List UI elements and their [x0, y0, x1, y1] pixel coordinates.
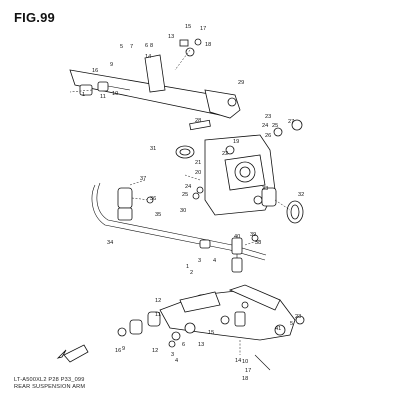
callout-label: 1 — [186, 264, 189, 270]
callout-label: 21 — [195, 160, 201, 166]
callout-label: 10 — [112, 91, 118, 97]
callout-label: 22 — [222, 151, 228, 157]
front-arrow-icon — [56, 344, 89, 363]
shock-link — [231, 234, 261, 273]
callout-label: 12 — [152, 348, 158, 354]
callout-label: 1 — [82, 92, 85, 98]
callout-label: 18 — [205, 42, 211, 48]
callout-label: 4 — [213, 258, 216, 264]
callout-label: 13 — [198, 342, 204, 348]
callout-label: 5 — [290, 321, 293, 327]
callout-label: 14 — [235, 358, 241, 364]
callout-label: 41 — [275, 326, 281, 332]
callout-label: 3 — [171, 352, 174, 358]
callout-label: 37 — [140, 176, 146, 182]
callout-label: 35 — [155, 212, 161, 218]
figure-code: LT-A500XL2 P28 P33_099 — [14, 377, 85, 383]
callout-label: 9 — [110, 62, 113, 68]
callout-label: 31 — [150, 146, 156, 152]
callout-label: 6 — [145, 43, 148, 49]
callout-label: 38 — [255, 240, 261, 246]
callout-label: 20 — [195, 170, 201, 176]
callout-label: 29 — [238, 80, 244, 86]
callout-label: 3 — [198, 258, 201, 264]
callout-label: 40 — [234, 234, 240, 240]
callout-label: 19 — [233, 139, 239, 145]
callout-label: 30 — [180, 208, 186, 214]
callout-label: 33 — [262, 186, 268, 192]
callout-label: 36 — [150, 196, 156, 202]
callout-label: 34 — [107, 240, 113, 246]
callout-label: 27 — [288, 119, 294, 125]
callout-label: 15 — [208, 330, 214, 336]
callout-label: 16 — [115, 348, 121, 354]
callout-label: 11 — [100, 94, 106, 100]
callout-label: 25 — [272, 123, 278, 129]
callout-label: 11 — [155, 312, 161, 318]
callout-label: 24 — [262, 123, 268, 129]
callout-label: 12 — [155, 298, 161, 304]
callout-label: 26 — [265, 133, 271, 139]
stabilizer-bar — [91, 179, 267, 261]
callout-label: 14 — [145, 54, 151, 60]
figure-title: FIG.99 — [14, 10, 55, 25]
callout-label: 17 — [245, 368, 251, 374]
callout-label: 8 — [150, 43, 153, 49]
callout-label: 39 — [250, 232, 256, 238]
upper-bracket — [69, 38, 241, 119]
callout-label: 24 — [185, 184, 191, 190]
callout-label: 9 — [122, 346, 125, 352]
callout-label: 23 — [265, 114, 271, 120]
callout-label: 13 — [168, 34, 174, 40]
callout-label: 25 — [182, 192, 188, 198]
callout-label: 23 — [295, 314, 301, 320]
callout-label: 28 — [195, 118, 201, 124]
callout-label: 6 — [182, 342, 185, 348]
callout-label: 2 — [190, 270, 193, 276]
callout-label: 32 — [298, 192, 304, 198]
callout-label: 15 — [185, 24, 191, 30]
callout-label: 18 — [242, 376, 248, 382]
callout-label: 7 — [130, 44, 133, 50]
callout-label: 10 — [242, 359, 248, 365]
callout-label: 5 — [120, 44, 123, 50]
swing-arm — [117, 284, 305, 371]
knuckle-assembly — [175, 119, 304, 224]
figure-caption: REAR SUSPENSION ARM — [14, 384, 86, 390]
callout-label: 4 — [175, 358, 178, 364]
callout-label: 16 — [92, 68, 98, 74]
callout-label: 17 — [200, 26, 206, 32]
